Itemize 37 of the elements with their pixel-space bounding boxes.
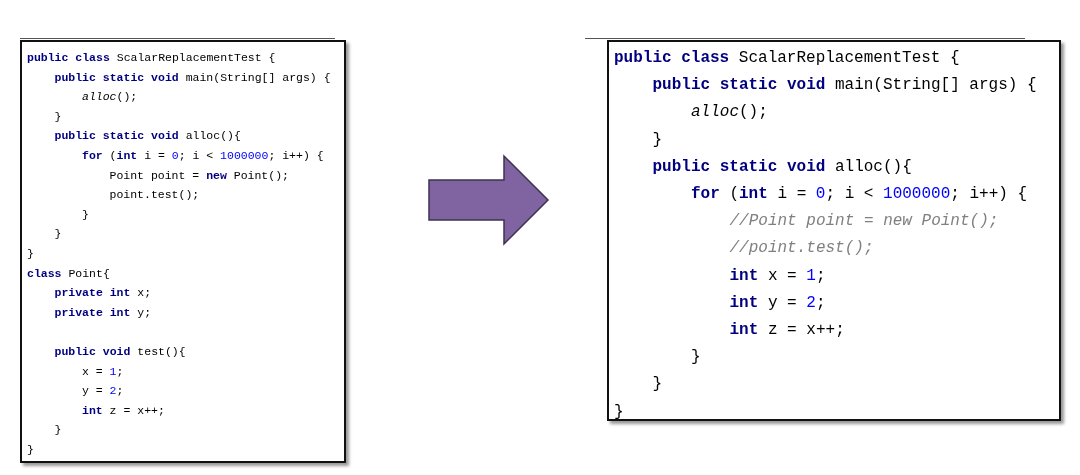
code-line: for (int i = 0; i < 1000000; i++) {: [82, 147, 324, 164]
code-line: for (int i = 0; i < 1000000; i++) {: [691, 184, 1028, 205]
code-line: int z = x++;: [729, 320, 845, 342]
code-line: private int y;: [54, 304, 152, 321]
code-panel: [607, 40, 1061, 421]
code-line: class Point{: [27, 265, 110, 282]
code-line: int x = 1;: [729, 265, 826, 287]
code-line: }: [27, 441, 34, 458]
code-line: }: [82, 206, 89, 223]
code-comment: //point.test();: [729, 238, 874, 260]
code-line: }: [652, 129, 663, 151]
code-line: public static void alloc(){: [54, 128, 241, 145]
code-line: }: [652, 374, 663, 396]
code-line: private int x;: [54, 285, 152, 302]
code-line: }: [54, 226, 62, 243]
code-line: }: [691, 347, 701, 369]
code-line: public void test(){: [54, 343, 186, 360]
code-line: int y = 2;: [729, 292, 826, 314]
code-line: public class ScalarReplacementTest {: [27, 50, 276, 66]
code-line: point.test();: [109, 187, 200, 204]
code-panel: [20, 40, 346, 463]
code-line: Point point = new Point();: [109, 167, 289, 184]
code-line: public static void main(String[] args) {: [652, 75, 1037, 97]
code-line: public class ScalarReplacementTest {: [614, 48, 960, 69]
code-line: }: [54, 108, 62, 125]
code-line: }: [614, 401, 624, 423]
code-line: }: [27, 245, 34, 262]
code-comment: //Point point = new Point();: [729, 211, 999, 233]
code-line: y = 2;: [82, 383, 124, 400]
code-line: }: [54, 422, 62, 439]
code-line: alloc();: [691, 102, 768, 124]
code-line: x = 1;: [82, 363, 124, 380]
code-line: public static void main(String[] args) {: [54, 69, 331, 86]
code-line: int z = x++;: [82, 402, 165, 419]
code-line: alloc();: [82, 89, 138, 106]
block-arrow: [428, 154, 550, 246]
code-line: public static void alloc(){: [652, 156, 912, 178]
